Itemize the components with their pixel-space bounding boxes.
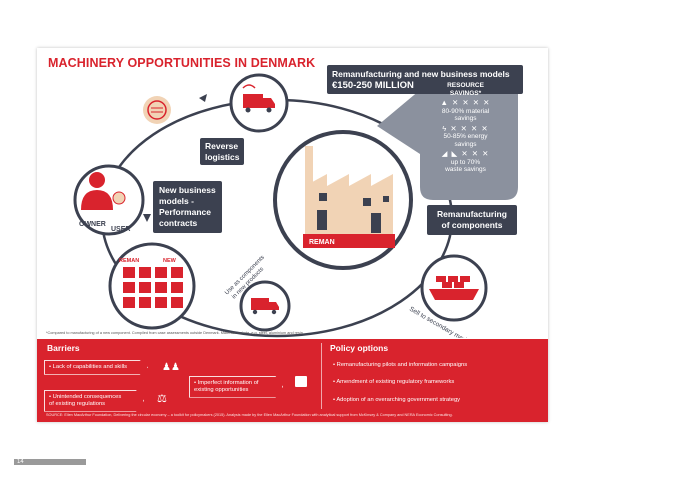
truck-icon <box>242 84 275 113</box>
info-board-icon <box>295 376 307 387</box>
component-icon <box>143 96 171 124</box>
band-divider <box>321 343 322 409</box>
factory-icon <box>303 146 395 248</box>
energy-icon: ϟ ✕ ✕ ✕ ✕ <box>442 123 489 133</box>
barriers-title: Barriers <box>47 343 80 353</box>
savings-waste: up to 70% waste savings <box>445 158 486 174</box>
barriers-policy-band: Barriers Policy options • Lack of capabi… <box>37 339 548 422</box>
remanufacturing-value-box: Remanufacturing and new business models … <box>327 65 523 94</box>
remanufacturing-title: Remanufacturing and new business models <box>332 69 510 79</box>
reverse-logistics-box: Reverse logistics <box>200 138 245 165</box>
reman-components-box: Remanufacturing of components <box>427 205 517 235</box>
new-business-models-box: New business models - Performance contra… <box>153 181 222 233</box>
owner-label: OWNER <box>79 221 106 228</box>
loop-arrow-icon <box>199 94 207 102</box>
page-title: MACHINERY OPPORTUNITIES IN DENMARK <box>48 56 316 70</box>
user-label: USER <box>111 226 130 233</box>
barrier-regulations: • Unintended consequences of existing re… <box>44 390 144 412</box>
new-small-label: NEW <box>163 258 177 264</box>
policy-amendment: • Amendment of existing regulatory frame… <box>333 379 455 385</box>
policy-title: Policy options <box>330 343 389 353</box>
circular-diagram: REMAN OWNER USER REMAN NEW <box>73 73 518 338</box>
remanufacturing-value: €150-250 MILLION <box>332 80 414 91</box>
loop-arrow-icon <box>143 214 151 222</box>
savings-energy: 50-85% energy savings <box>443 133 488 148</box>
footnote: *Compared to manufacturing of a new comp… <box>46 331 303 335</box>
reman-small-label: REMAN <box>119 258 139 264</box>
infographic-card: MACHINERY OPPORTUNITIES IN DENMARK REMAN <box>37 48 548 422</box>
material-icon: ▲ ✕ ✕ ✕ ✕ <box>440 98 491 107</box>
page-number: 14 <box>17 459 24 465</box>
people-icon: ♟♟ <box>162 362 180 373</box>
savings-material: 80-90% material savings <box>441 107 490 123</box>
savings-bubble <box>377 77 518 200</box>
policy-pilots: • Remanufacturing pilots and information… <box>333 362 468 368</box>
resource-savings-panel: RESOURCE SAVINGS* ▲ ✕ ✕ ✕ ✕ 80-90% mater… <box>418 82 513 176</box>
ship-icon <box>429 276 479 300</box>
source-note: SOURCE: Ellen MacArthur Foundation, Deli… <box>46 413 453 417</box>
scales-icon: ⚖ <box>157 393 167 405</box>
reman-label: REMAN <box>309 239 335 246</box>
waste-icon: ◢ ◣ ✕ ✕ ✕ <box>441 149 490 158</box>
barrier-capabilities: • Lack of capabilities and skills <box>44 360 148 375</box>
page-number-bar <box>14 459 86 465</box>
truck-icon <box>251 298 279 315</box>
savings-header: RESOURCE SAVINGS* <box>447 82 484 97</box>
component-grid-icon <box>123 267 183 308</box>
person-icon <box>81 172 126 210</box>
policy-strategy: • Adoption of an overarching government … <box>333 397 461 403</box>
barrier-information: • Imperfect information of existing oppo… <box>189 376 283 398</box>
